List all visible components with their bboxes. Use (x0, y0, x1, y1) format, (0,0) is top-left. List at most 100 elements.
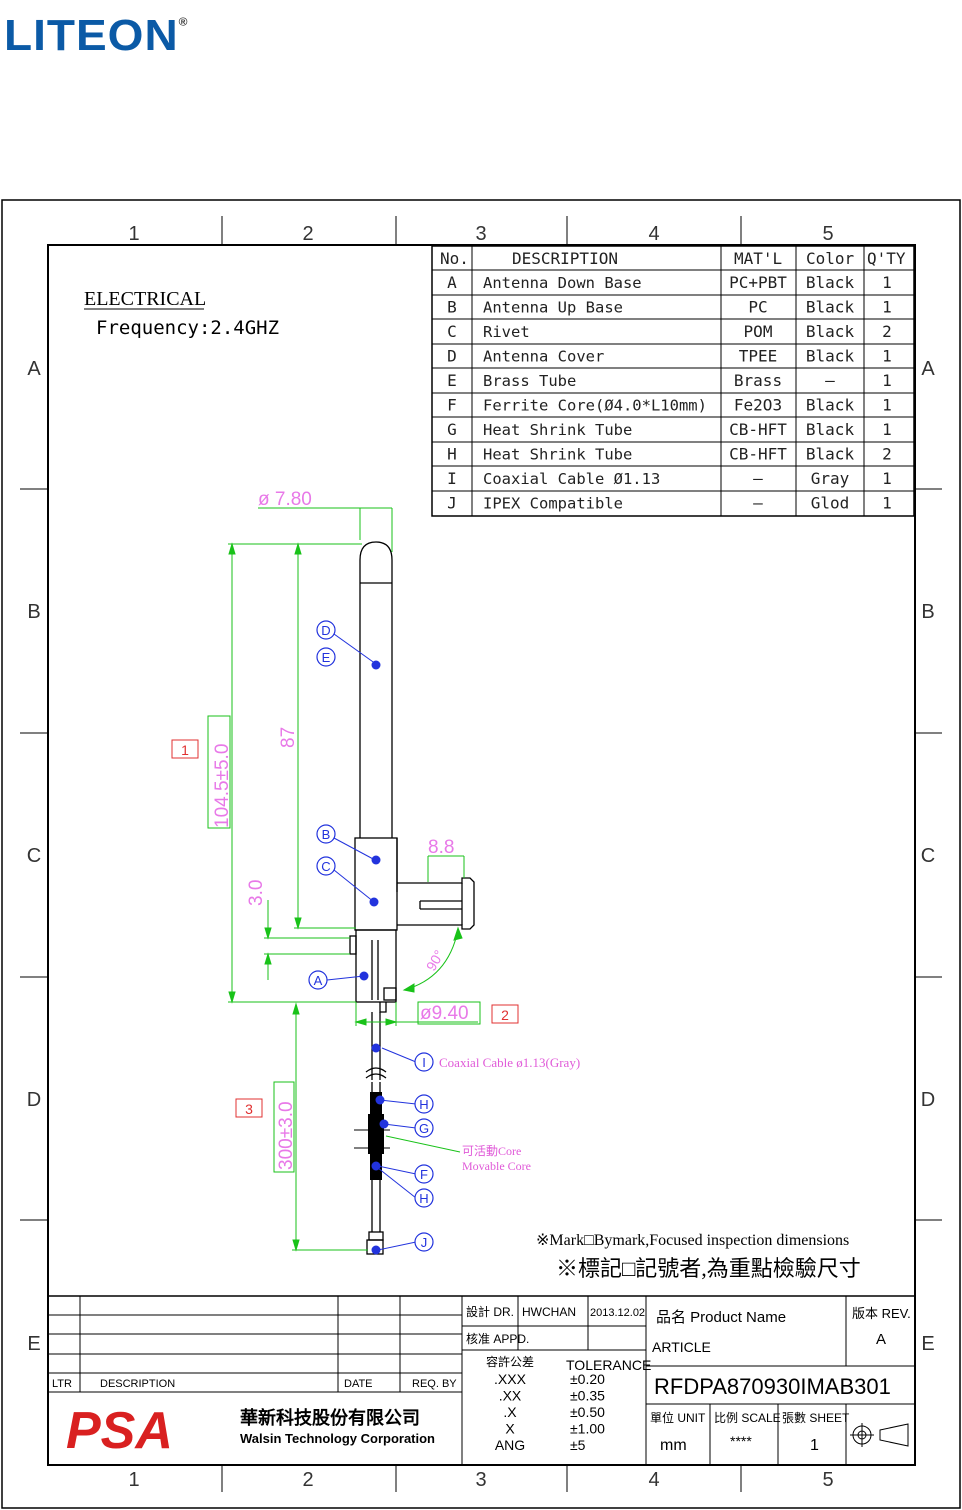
tolerance-value: ±0.50 (570, 1404, 605, 1420)
bom-row-color: Black (806, 445, 855, 464)
zone-col-2-bottom: 2 (302, 1469, 313, 1491)
bom-row-qty: 1 (882, 273, 892, 292)
unit-value: mm (660, 1437, 687, 1454)
company-name-cn: 華新科技股份有限公司 (240, 1407, 420, 1428)
bom-row-color: Black (806, 322, 855, 341)
tolerance-key: ANG (495, 1437, 525, 1453)
dim-dia-top: ø 7.80 (258, 489, 312, 510)
revision-value: A (876, 1331, 886, 1348)
bom-row-color: Black (806, 298, 855, 317)
tolerance-key: .XX (499, 1388, 522, 1404)
tolerance-value: ±1.00 (570, 1421, 605, 1437)
psa-logo: PSA (66, 1402, 173, 1460)
dim-total-length: 104.5±5.0 (212, 744, 233, 828)
bom-row-material: Fe2O3 (734, 396, 782, 415)
bom-row-description: Rivet (483, 323, 530, 341)
callout-g: G (419, 1121, 429, 1136)
callout-f: F (420, 1167, 428, 1182)
dimension-lines (228, 507, 478, 1252)
zone-row-d: D (27, 1089, 41, 1111)
bom-header-no: No. (440, 249, 469, 268)
tolerance-key: .XXX (494, 1371, 527, 1387)
bom-row-no: D (447, 347, 457, 366)
bom-row-description: IPEX Compatible (483, 495, 623, 513)
bom-header-material: MAT'L (734, 249, 782, 268)
bom-row-color: Black (806, 420, 855, 439)
bom-row-description: Ferrite Core(Ø4.0*L10mm) (483, 397, 707, 415)
zone-col-5-bottom: 5 (822, 1469, 833, 1491)
bom-row-color: Black (806, 273, 855, 292)
zone-row-a-right: A (921, 358, 935, 380)
part-number: RFDPA870930IMAB301 (654, 1374, 891, 1399)
callout-b: B (322, 827, 331, 842)
bom-row-no: F (447, 396, 457, 415)
callout-leaders (326, 633, 417, 1251)
bom-row-qty: 2 (882, 445, 892, 464)
scale-value: **** (730, 1433, 752, 1449)
zone-col-4-bottom: 4 (648, 1469, 659, 1491)
bom-row-material: CB-HFT (729, 445, 787, 464)
bom-row-description: Brass Tube (483, 372, 576, 390)
zone-col-1: 1 (128, 223, 139, 245)
bom-header-description: DESCRIPTION (512, 249, 618, 268)
scale-label: 比例 SCALE (714, 1411, 781, 1425)
liteon-logo: LITEON® (4, 10, 189, 60)
bom-row-color: Gray (811, 469, 850, 488)
callout-dots (359, 660, 389, 1255)
electrical-title: ELECTRICAL (84, 288, 206, 310)
callout-j: J (421, 1235, 428, 1250)
designer-label: 設計 DR. (466, 1304, 514, 1319)
bom-row-material: PC (748, 298, 767, 317)
zone-col-5: 5 (822, 223, 833, 245)
callout-h-upper: H (419, 1097, 428, 1112)
bom-row-no: E (447, 371, 457, 390)
title-ltr: LTR (52, 1378, 72, 1390)
bom-row-description: Heat Shrink Tube (483, 446, 632, 464)
bom-row-color: — (825, 371, 835, 390)
dim-cable-length: 300±3.0 (276, 1101, 297, 1170)
note-mark-en: ※Mark□Bymark,Focused inspection dimensio… (536, 1232, 849, 1249)
bom-row-material: PC+PBT (729, 273, 787, 292)
bom-row-no: C (447, 322, 457, 341)
bom-row-material: TPEE (739, 347, 778, 366)
note-mark-cn: ※標記□記號者,為重點檢驗尺寸 (556, 1256, 861, 1281)
revision-label: 版本 REV. (852, 1306, 911, 1321)
callout-d: D (321, 623, 330, 638)
bom-header-qty: Q'TY (867, 249, 906, 268)
zone-row-a: A (27, 358, 41, 380)
bom-row-material: Brass (734, 371, 782, 390)
sheet-label: 張數 SHEET (782, 1411, 850, 1425)
bom-row-no: B (447, 298, 457, 317)
bom-row-color: Glod (811, 494, 850, 513)
bom-row-no: J (447, 494, 457, 513)
zone-row-d-right: D (921, 1089, 935, 1111)
bom-row-no: I (447, 469, 457, 488)
cable-label: Coaxial Cable ø1.13(Gray) (439, 1055, 580, 1070)
core-label-en: Movable Core (462, 1159, 531, 1173)
title-req-by: REQ. BY (412, 1378, 457, 1390)
product-name-label: 品名 Product Name (656, 1309, 786, 1326)
callout-a: A (314, 973, 323, 988)
bom-row-qty: 1 (882, 469, 892, 488)
bom-row-description: Antenna Cover (483, 348, 604, 366)
zone-col-2: 2 (302, 223, 313, 245)
tolerance-value: ±5 (570, 1437, 586, 1453)
bom-row-qty: 1 (882, 420, 892, 439)
bom-row-qty: 1 (882, 298, 892, 317)
bom-row-description: Antenna Up Base (483, 299, 623, 317)
zone-col-1-bottom: 1 (128, 1469, 139, 1491)
title-date: DATE (344, 1378, 373, 1390)
bom-header-color: Color (806, 249, 855, 268)
tag-2: 2 (501, 1007, 509, 1023)
dim-dia-base: ø9.40 (420, 1003, 469, 1024)
bom-row-qty: 2 (882, 322, 892, 341)
design-date: 2013.12.02 (590, 1307, 645, 1319)
bom-row-material: — (753, 494, 763, 513)
bom-row-material: — (753, 469, 763, 488)
zone-col-4: 4 (648, 223, 659, 245)
bom-row-qty: 1 (882, 371, 892, 390)
company-name-en: Walsin Technology Corporation (240, 1431, 435, 1446)
bom-row-description: Heat Shrink Tube (483, 421, 632, 439)
